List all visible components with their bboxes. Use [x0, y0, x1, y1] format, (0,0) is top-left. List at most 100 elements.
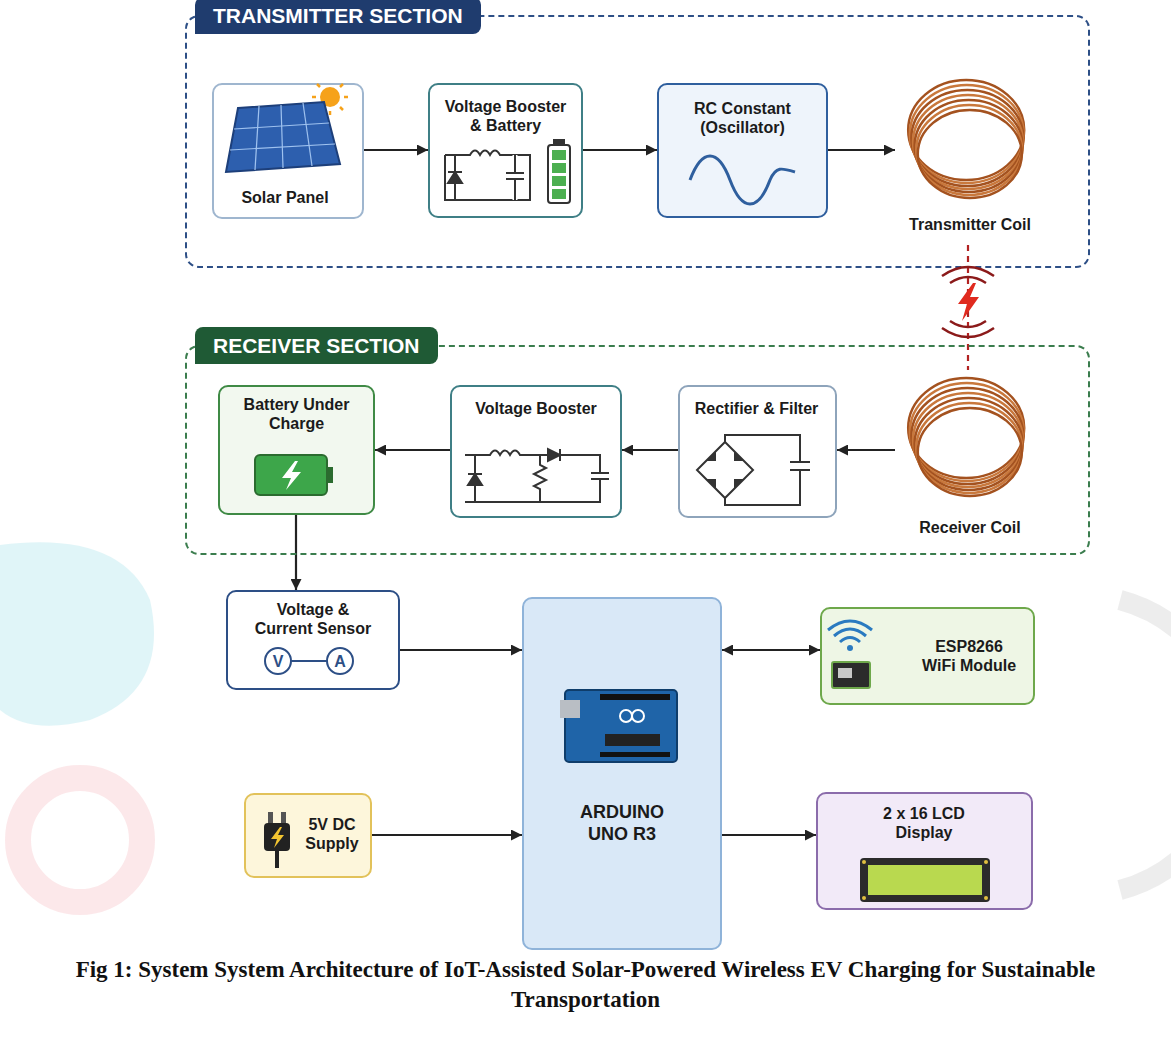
bridge-rectifier-icon-part — [706, 451, 744, 489]
solar-panel-icon-part-part — [317, 84, 320, 87]
section-heading: TRANSMITTER SECTION — [195, 0, 481, 34]
receiver-coil-icon-part — [915, 398, 1023, 490]
lcd-icon-part-part — [862, 860, 866, 864]
power-plug-icon-part — [268, 812, 273, 824]
text-slot: 2 x 16 LCD Display — [874, 804, 974, 842]
process-box: RC Constant (Oscillator) — [657, 83, 828, 218]
solar-panel-icon-part-part — [255, 106, 259, 170]
wifi-module-icon-part — [838, 668, 852, 678]
oscillator-wave-icon — [690, 156, 795, 204]
bridge-rectifier-icon-part — [790, 469, 810, 471]
coil-node: Transmitter Coil — [895, 75, 1045, 245]
meter-symbols-part — [265, 648, 291, 674]
text-slot: ESP8266 WiFi Module — [919, 637, 1019, 675]
wifi-module-icon-part — [832, 662, 870, 688]
supply-box: 5V DC Supply — [244, 793, 372, 878]
solar-panel-icon — [226, 84, 348, 172]
transmitter-coil-icon-part — [918, 110, 1022, 198]
booster-battery-icon-part-part — [552, 176, 566, 186]
receiver-coil-icon-part — [911, 388, 1023, 484]
receiver-coil-icon-part — [918, 408, 1022, 496]
battery-icon-part — [282, 461, 301, 490]
flow-arrow — [622, 449, 678, 451]
oscillator-wave-icon-part — [690, 156, 795, 204]
solar-panel-icon-part-part — [344, 96, 348, 99]
wifi-module-icon-part-part — [834, 629, 866, 636]
display-box: 2 x 16 LCD Display — [816, 792, 1033, 910]
bridge-rectifier-icon-part-part — [734, 479, 744, 489]
boost-converter-icon-part — [465, 451, 548, 456]
wifi-module-icon-part-part — [840, 638, 860, 643]
arduino-board-icon-part — [620, 710, 632, 722]
figure-caption: Fig 1: System System Architecture of IoT… — [10, 955, 1161, 1015]
watermark-part — [18, 778, 142, 902]
lcd-icon-part-part — [862, 896, 866, 900]
lcd-icon — [860, 858, 990, 902]
booster-battery-icon-part-part — [552, 150, 566, 160]
lcd-icon-part — [860, 858, 990, 902]
power-plug-icon-part — [271, 827, 284, 848]
flow-arrow — [295, 515, 297, 590]
wifi-module-icon-part — [828, 621, 872, 642]
node-label: Solar Panel — [214, 188, 356, 207]
module-box: ESP8266 WiFi Module — [820, 607, 1035, 705]
receiver-coil-icon-part — [910, 383, 1024, 481]
solar-panel-icon-part-part — [317, 107, 320, 110]
boost-converter-icon-part — [474, 455, 476, 502]
text-slot: Transmitter Coil — [895, 215, 1045, 234]
wifi-module-icon-part-part — [828, 621, 872, 630]
boost-converter-icon-part — [465, 479, 600, 502]
bridge-rectifier-icon-part — [725, 470, 800, 505]
power-plug-icon-part — [264, 823, 290, 851]
flow-arrow — [375, 449, 450, 451]
transmitter-coil-icon-part — [916, 105, 1022, 195]
process-box: Rectifier & Filter — [678, 385, 837, 518]
transmitter-coil-icon — [908, 80, 1024, 198]
booster-battery-icon-part — [554, 140, 564, 145]
node-label: Rectifier & Filter — [684, 399, 829, 418]
booster-battery-icon — [445, 140, 570, 203]
arduino-board-icon-part — [560, 700, 580, 718]
node-label: Battery Under Charge — [234, 395, 359, 433]
boost-converter-icon-part — [468, 474, 482, 485]
wifi-module-icon — [828, 621, 872, 688]
battery-icon-part — [255, 455, 327, 495]
node-label: Voltage Booster — [461, 399, 611, 418]
node-label: ARDUINO UNO R3 — [572, 802, 672, 845]
text-slot: Rectifier & Filter — [684, 399, 829, 418]
flow-arrow — [828, 149, 895, 151]
flow-arrow — [837, 449, 895, 451]
flow-arrow — [400, 649, 522, 651]
solar-panel-icon-part — [230, 103, 335, 170]
booster-battery-icon-part — [506, 172, 524, 174]
boost-converter-icon-part — [468, 473, 482, 475]
boost-converter-icon-part — [591, 478, 609, 480]
watermark-part — [1120, 600, 1171, 890]
flow-arrow — [722, 834, 816, 836]
boost-converter-icon-part — [559, 449, 561, 461]
solar-panel-icon-part-part — [303, 103, 312, 166]
booster-battery-icon-part — [552, 150, 566, 199]
lcd-icon-part — [862, 860, 988, 900]
transmitter-coil-icon-part — [915, 100, 1023, 192]
solar-panel-icon-part-part — [312, 96, 316, 99]
node-label: Voltage Booster & Battery — [440, 97, 571, 135]
receiver-coil-icon — [908, 378, 1024, 496]
wireless-link-icon — [942, 267, 994, 337]
arduino-board-icon-part — [605, 734, 660, 746]
node-label: 2 x 16 LCD Display — [874, 804, 974, 842]
wireless-link-icon-part — [942, 267, 994, 276]
boost-converter-icon-part — [548, 449, 560, 461]
arduino-board-icon-part — [600, 694, 670, 700]
process-box: Voltage Booster & Battery — [428, 83, 583, 218]
wifi-module-icon-part — [847, 645, 853, 651]
power-plug-icon-part — [275, 851, 279, 868]
text-slot: RC Constant (Oscillator) — [677, 99, 808, 137]
transmitter-coil-icon-part — [910, 85, 1024, 183]
solar-panel-icon-part-part — [234, 123, 329, 129]
booster-battery-icon-part — [454, 155, 456, 200]
receiver-coil-icon-part — [916, 403, 1022, 493]
transmitter-coil-icon-part — [911, 90, 1023, 186]
boost-converter-icon-part — [560, 455, 600, 473]
solar-panel-icon-part-part — [230, 144, 335, 150]
